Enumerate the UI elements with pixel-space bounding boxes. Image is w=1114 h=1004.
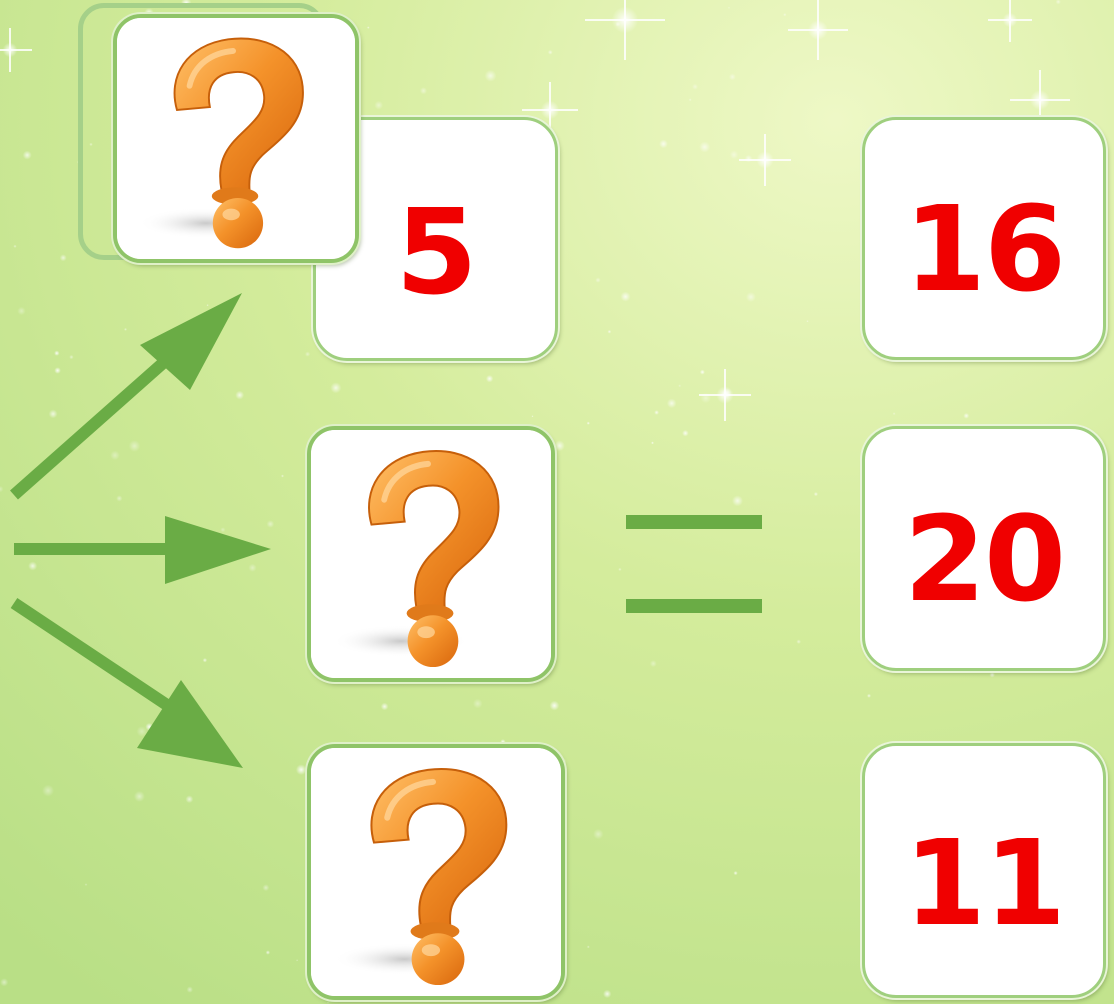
question-mark-icon bbox=[117, 18, 355, 259]
equals-sign bbox=[626, 515, 762, 613]
result-card-3: 11 bbox=[862, 743, 1106, 998]
arrow-down-line bbox=[14, 603, 170, 707]
result-number-2: 20 bbox=[904, 500, 1064, 618]
question-mark-icon bbox=[311, 430, 551, 678]
result-card-1: 16 bbox=[862, 117, 1106, 360]
question-card-bottom[interactable] bbox=[307, 744, 565, 1000]
arrow-up-line bbox=[14, 348, 180, 495]
result-card-2: 20 bbox=[862, 426, 1106, 671]
question-mark-icon bbox=[311, 748, 561, 996]
result-number-1: 16 bbox=[904, 190, 1064, 308]
question-card-top[interactable] bbox=[113, 14, 359, 263]
arrow-right-head bbox=[165, 516, 271, 584]
known-number: 5 bbox=[395, 193, 475, 311]
question-card-middle[interactable] bbox=[307, 426, 555, 682]
result-number-3: 11 bbox=[904, 824, 1064, 942]
